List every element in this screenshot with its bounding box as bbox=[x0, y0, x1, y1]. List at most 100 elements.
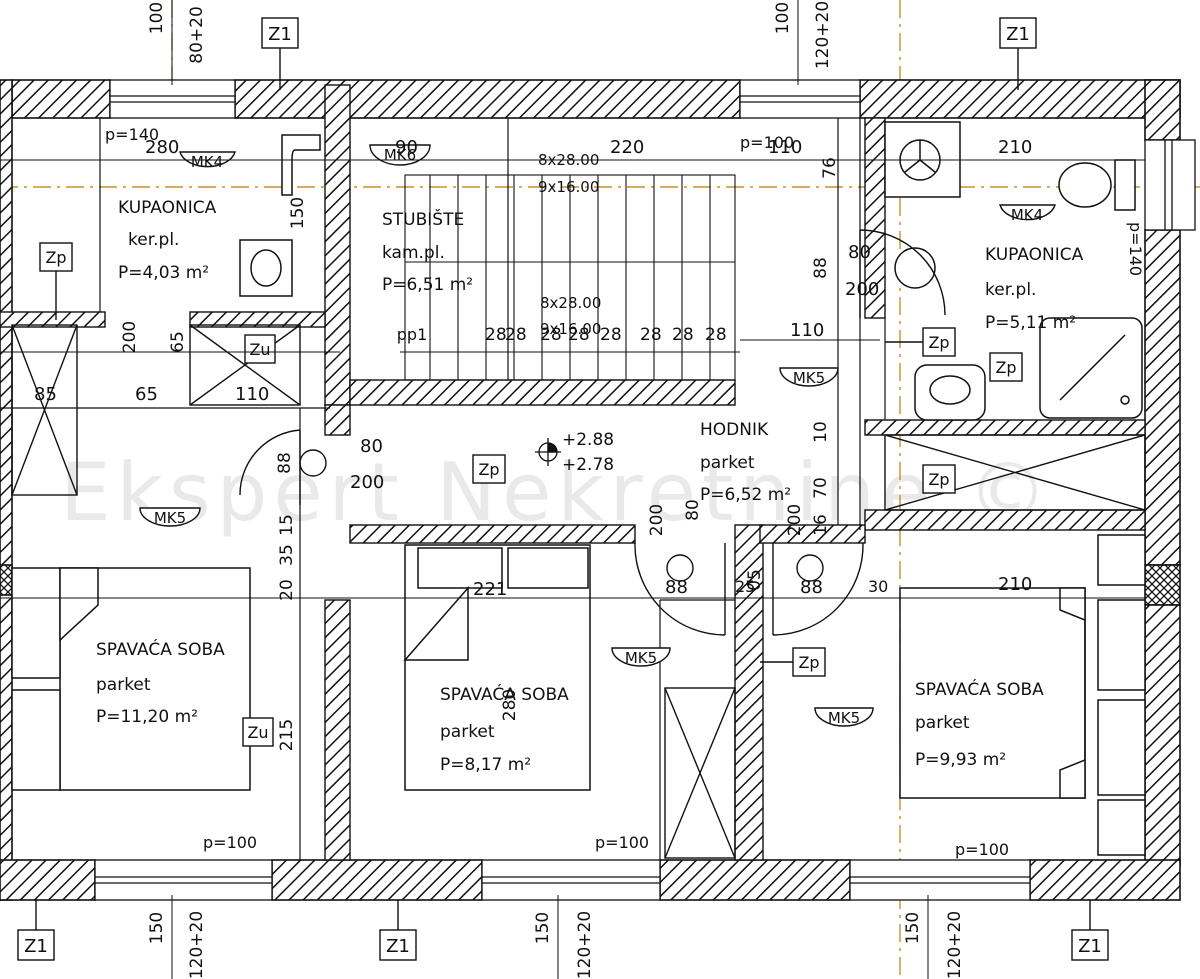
axis-label-4: Z1 bbox=[386, 936, 410, 957]
dimension-lines bbox=[0, 130, 1145, 860]
dim-25: 25 bbox=[735, 577, 755, 596]
dim-85: 85 bbox=[34, 384, 57, 405]
dim-65-b: 65 bbox=[168, 331, 188, 353]
level-lower: +2.78 bbox=[562, 455, 614, 475]
zu-label-2: Zu bbox=[247, 723, 268, 742]
dim-15: 15 bbox=[277, 514, 297, 536]
door-swings bbox=[239, 229, 946, 636]
dim-35: 35 bbox=[277, 544, 297, 566]
room-name-hall: HODNIK bbox=[700, 420, 769, 440]
dim-step-7: 28 bbox=[672, 325, 694, 345]
dim-110-top: 110 bbox=[768, 137, 802, 158]
room-name-stair: STUBIŠTE bbox=[382, 208, 464, 230]
win-dim-b1-2: 120+20 bbox=[187, 911, 207, 979]
zp-labels: Zp Zp Zp Zp Zp Zp Zu Zu pp1 bbox=[45, 248, 1016, 742]
room-name-bed-mid: SPAVAĆA SOBA bbox=[440, 683, 569, 705]
axis-bubbles bbox=[17, 17, 1109, 961]
dim-step-1: 28 bbox=[485, 325, 507, 345]
room-area-bath-left: P=4,03 m² bbox=[118, 263, 209, 283]
dim-110-b: 110 bbox=[235, 384, 269, 405]
dim-88-a: 88 bbox=[811, 257, 831, 279]
zu-label-1: Zu bbox=[249, 340, 270, 359]
parapets: p=140 p=100 p=140 p=100 p=100 p=100 bbox=[105, 125, 1145, 859]
parapet-top-left: p=140 bbox=[105, 125, 159, 144]
zp-label-4: Zp bbox=[928, 470, 949, 489]
parapet-bottom-3: p=100 bbox=[955, 840, 1009, 859]
dim-200-d: 200 bbox=[647, 504, 667, 536]
level-upper: +2.88 bbox=[562, 430, 614, 450]
stair-steps-lower-2: 9x16.00 bbox=[540, 320, 601, 338]
dim-80-b: 80 bbox=[848, 242, 871, 263]
dim-200-e: 200 bbox=[785, 504, 805, 536]
window-dim-lines bbox=[171, 0, 929, 979]
win-dim-b3-2: 120+20 bbox=[945, 911, 965, 979]
room-name-bath-right: KUPAONICA bbox=[985, 245, 1084, 265]
dim-200-a: 200 bbox=[120, 321, 140, 353]
room-floor-bath-right: ker.pl. bbox=[985, 280, 1036, 300]
windows bbox=[94, 79, 1196, 901]
dim-80-a: 80 bbox=[360, 436, 383, 457]
room-area-bath-right: P=5,11 m² bbox=[985, 313, 1076, 333]
room-floor-bath-left: ker.pl. bbox=[128, 230, 179, 250]
mk-tag-bath-right: MK4 bbox=[1011, 206, 1043, 224]
win-dim-b2-2: 120+20 bbox=[575, 911, 595, 979]
axis-label-1: Z1 bbox=[268, 24, 292, 45]
room-area-stair: P=6,51 m² bbox=[382, 275, 473, 295]
mk-tag-labels: MK4 MK6 MK4 MK5 MK5 MK5 MK5 bbox=[154, 146, 1043, 727]
axis-label-3: Z1 bbox=[24, 936, 48, 957]
window-dims: 100 80+20 100 120+20 150 120+20 150 120+… bbox=[147, 1, 965, 979]
win-dim-tr-1: 100 bbox=[773, 2, 793, 34]
axis-label-2: Z1 bbox=[1006, 24, 1030, 45]
mk-tag-bath-left: MK4 bbox=[191, 153, 223, 171]
win-dim-b2-1: 150 bbox=[533, 912, 553, 944]
mk-tag-bed-left: MK5 bbox=[154, 509, 186, 527]
axis-bubble-bottom-right bbox=[1071, 929, 1109, 961]
axis-bubble-bottom-left bbox=[17, 929, 55, 961]
dim-80-c: 80 bbox=[683, 499, 703, 521]
dim-70: 70 bbox=[811, 477, 831, 499]
room-floor-bed-right: parket bbox=[915, 713, 970, 733]
dim-88-c: 88 bbox=[665, 577, 688, 598]
dim-step-5: 28 bbox=[600, 325, 622, 345]
dim-215: 215 bbox=[277, 719, 297, 751]
dim-221: 221 bbox=[473, 579, 507, 600]
room-area-bed-mid: P=8,17 m² bbox=[440, 755, 531, 775]
pp1-label: pp1 bbox=[397, 325, 428, 344]
shafts bbox=[11, 324, 1146, 859]
dim-200-c: 200 bbox=[845, 279, 879, 300]
parapet-bottom-2: p=100 bbox=[595, 833, 649, 852]
axis-bubble-top-left bbox=[261, 17, 299, 49]
dim-88-b: 88 bbox=[275, 452, 295, 474]
mk-tag-bed-right: MK5 bbox=[828, 709, 860, 727]
room-floor-hall: parket bbox=[700, 453, 755, 473]
dim-110-c: 110 bbox=[790, 320, 824, 341]
dim-05: 05 bbox=[745, 569, 765, 591]
dim-220: 220 bbox=[610, 137, 644, 158]
dim-30: 30 bbox=[868, 577, 888, 596]
win-dim-tl-1: 100 bbox=[147, 2, 167, 34]
furniture bbox=[11, 121, 1146, 856]
dim-20: 20 bbox=[277, 579, 297, 601]
stair-treads bbox=[404, 174, 736, 381]
room-area-hall: P=6,52 m² bbox=[700, 485, 791, 505]
dim-step-8: 28 bbox=[705, 325, 727, 345]
win-dim-b3-1: 150 bbox=[903, 912, 923, 944]
dim-88-d: 88 bbox=[800, 577, 823, 598]
zp-boxes bbox=[39, 242, 1023, 747]
stair-steps-lower-1: 8x28.00 bbox=[540, 294, 601, 312]
dim-step-4: 28 bbox=[568, 325, 590, 345]
dim-10: 10 bbox=[811, 421, 831, 443]
dim-200-b: 200 bbox=[350, 472, 384, 493]
room-floor-stair: kam.pl. bbox=[382, 243, 445, 263]
room-name-bed-left: SPAVAĆA SOBA bbox=[96, 638, 225, 660]
dim-76: 76 bbox=[820, 157, 840, 179]
parapet-top-mid: p=100 bbox=[740, 133, 794, 152]
room-floor-bed-left: parket bbox=[96, 675, 151, 695]
zp-label-5: Zp bbox=[478, 460, 499, 479]
zp-label-3: Zp bbox=[995, 358, 1016, 377]
win-dim-tr-2: 120+20 bbox=[813, 1, 833, 69]
dimension-texts-vertical: 150 200 65 76 88 88 10 70 200 80 200 215… bbox=[120, 157, 840, 751]
mk-tag-bed-mid: MK5 bbox=[625, 649, 657, 667]
zp-label-1: Zp bbox=[45, 248, 66, 267]
